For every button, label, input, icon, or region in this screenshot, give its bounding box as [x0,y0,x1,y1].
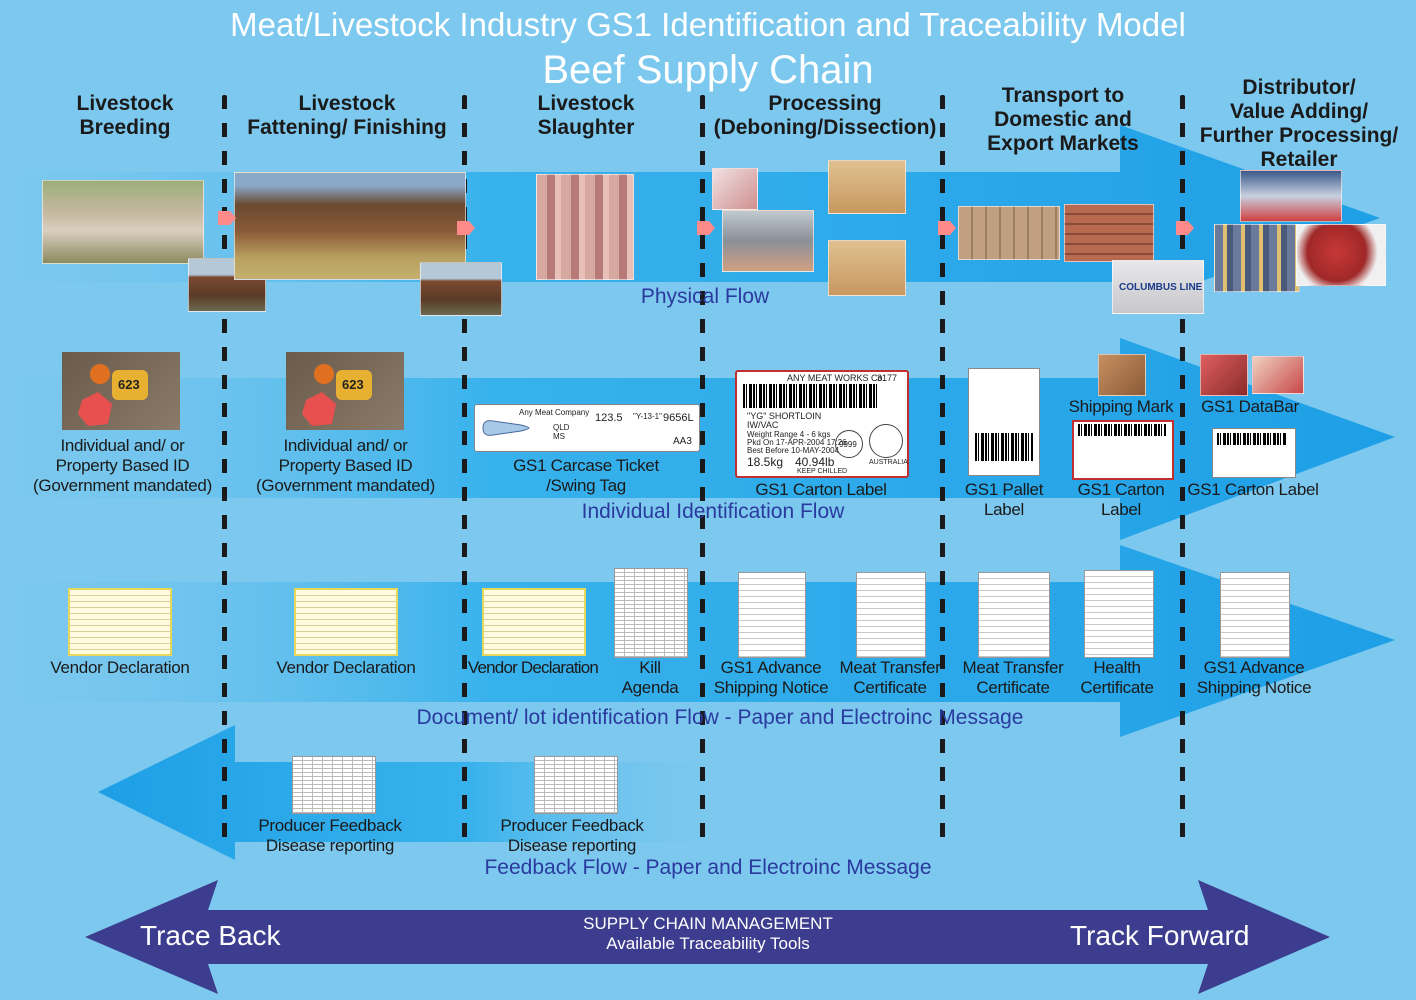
vendor-declaration-doc-3 [482,588,586,656]
steak-photo [1296,224,1386,286]
stage-separator [940,95,945,845]
vendor-declaration-doc-2 [294,588,398,656]
retail-shelf-photo [1240,170,1342,222]
ear-tag-icon [302,364,372,426]
carton-barcode-3 [1217,433,1287,445]
vendor-declaration-caption-2: Vendor Declaration [276,658,416,677]
warehouse-photo [1214,224,1300,292]
databar-pack-photo [1252,356,1304,394]
gs1-pallet-label-caption: GS1 Pallet Label [964,480,1044,519]
stage-separator [462,95,467,845]
producer-feedback-doc-2 [534,756,618,814]
stage-processing: Processing(Deboning/Dissection) [713,92,937,139]
individual-flow-label: Individual Identification Flow [581,500,845,523]
stage-separator [1180,95,1185,845]
flow-chevron [218,211,236,225]
container-text: COLUMBUS LINE [1119,282,1203,293]
stacked-cartons-photo [1064,204,1154,262]
carcase-ticket: Any Meat Company 123.5 "Y-13-1" 9656L QL… [474,404,700,452]
ear-tag-photo: 623 [62,352,180,430]
document-flow-label: Document/ lot identification Flow - Pape… [416,706,1024,729]
estab-stamp [835,430,863,458]
pallet-photo [958,206,1060,260]
carton-box-photo [828,160,906,214]
gs1-carton-label-caption-2: GS1 Carton Label [1077,480,1165,519]
health-certificate-doc [1084,570,1154,658]
gs1-carton-label-caption: GS1 Carton Label [755,480,887,499]
gs1-carton-label-card: ANY MEAT WORKS Co. 3177 "YG" SHORTLOIN I… [735,370,909,478]
asn-doc-2 [1220,572,1290,658]
ear-tag-number-2: 623 [342,377,364,392]
stage-separator [222,95,227,845]
page-title: Meat/Livestock Industry GS1 Identificati… [230,6,1186,43]
physical-flow-label: Physical Flow [640,285,770,308]
producer-feedback-doc [292,756,376,814]
stage-retailer: Distributor/Value Adding/Further Process… [1199,76,1399,171]
shipping-container-photo: COLUMBUS LINE [1112,260,1204,314]
carton-barcode [743,384,879,408]
pallet-barcode [975,433,1033,461]
vendor-declaration-caption: Vendor Declaration [50,658,190,677]
gs1-carton-label-caption-3: GS1 Carton Label [1187,480,1319,499]
shipping-mark-photo [1098,354,1146,396]
track-forward-label: Track Forward [1070,920,1250,951]
bottom-double-arrow [85,880,1330,994]
gs1-databar-caption: GS1 DataBar [1201,397,1299,416]
carton-barcode-2 [1078,424,1166,436]
page-subtitle: Beef Supply Chain [542,48,874,92]
country-stamp [869,424,903,458]
cattle-breeding-photo [42,180,204,264]
flow-chevron [697,221,715,235]
deboning-photo [722,210,814,272]
asn-doc [738,572,806,658]
feedback-flow-arrow [98,725,720,860]
vendor-declaration-caption-3: Vendor Declaration [467,658,599,677]
carton-box-photo-2 [828,240,906,296]
shipping-mark-caption: Shipping Mark [1068,397,1174,416]
kill-agenda-doc [614,568,688,658]
vendor-declaration-doc [68,588,172,656]
databar-meat-photo [1200,354,1248,396]
trace-back-label: Trace Back [140,920,281,951]
carcase-ticket-caption: GS1 Carcase Ticket/Swing Tag [513,456,659,495]
ear-tag-photo-2: 623 [286,352,404,430]
flow-chevron [457,221,475,235]
swing-tag-hole-icon [482,420,530,436]
cattle-truck-photo-2 [420,262,502,316]
carcase-hanging-photo [536,174,634,280]
ear-tag-icon [78,364,148,426]
ear-tag-number: 623 [118,377,140,392]
feedback-flow-label: Feedback Flow - Paper and Electroinc Mes… [484,856,932,879]
flow-chevron [1176,221,1194,235]
stage-separator [700,95,705,845]
meat-transfer-doc [856,572,926,658]
gs1-carton-label-card-2 [1072,420,1174,480]
packing-photo [712,168,758,210]
gs1-carton-label-card-3 [1212,428,1296,478]
flow-chevron [938,221,956,235]
gs1-pallet-label-card [968,368,1040,476]
meat-transfer-doc-2 [978,572,1050,658]
